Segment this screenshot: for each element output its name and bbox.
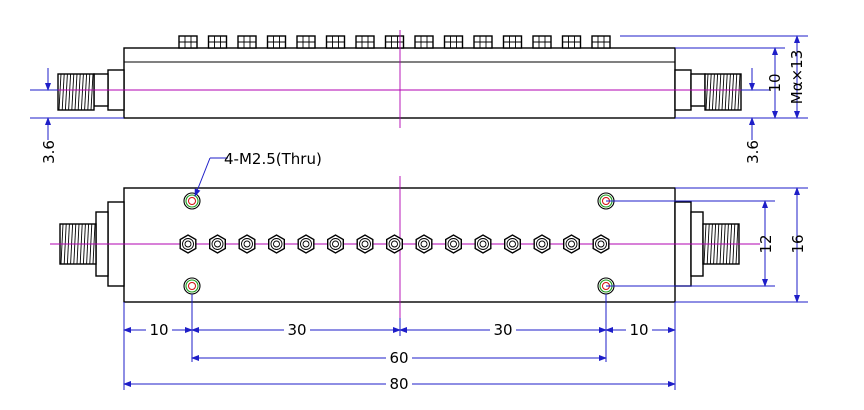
tuning-screw-row bbox=[179, 234, 610, 254]
mounting-hole bbox=[183, 192, 201, 210]
label-hole-to-center-right: 30 bbox=[493, 321, 512, 339]
side-screw bbox=[178, 35, 198, 49]
tuning-screw bbox=[563, 234, 580, 254]
side-screw bbox=[561, 35, 582, 49]
side-screw bbox=[414, 35, 434, 49]
tuning-screw bbox=[179, 234, 197, 254]
tuning-screw bbox=[268, 234, 285, 254]
tuning-screw bbox=[386, 234, 403, 254]
label-overall-length: 80 bbox=[389, 375, 408, 393]
label-hole-to-center-left: 30 bbox=[287, 321, 306, 339]
tuning-screw bbox=[297, 234, 315, 254]
label-hole-spacing-vertical: 12 bbox=[757, 234, 775, 253]
side-body bbox=[123, 47, 676, 119]
side-screw-row bbox=[178, 35, 611, 49]
side-screw bbox=[384, 35, 405, 49]
side-screw bbox=[532, 35, 552, 49]
tuning-screw bbox=[445, 234, 462, 254]
label-hole-callout: 4-M2.5(Thru) bbox=[224, 150, 322, 168]
label-side-mount-height: Mα×13 bbox=[788, 50, 806, 105]
side-screw bbox=[355, 35, 375, 49]
side-left-connector bbox=[57, 69, 125, 111]
top-vertical-dimensions bbox=[606, 187, 808, 303]
label-connector-offset-right: 3.6 bbox=[744, 140, 762, 164]
label-edge-offset-right: 10 bbox=[629, 321, 648, 339]
side-dimensions bbox=[30, 35, 808, 140]
tuning-screw bbox=[327, 234, 344, 254]
hole-callout-leader bbox=[194, 157, 228, 197]
tuning-screw bbox=[474, 234, 492, 254]
side-screw bbox=[473, 35, 493, 49]
bottom-horizontal-dimensions bbox=[123, 294, 676, 390]
tuning-screw bbox=[238, 234, 256, 254]
tuning-screw bbox=[533, 234, 551, 254]
side-screw bbox=[266, 35, 287, 49]
top-view bbox=[50, 176, 760, 318]
tuning-screw bbox=[504, 234, 521, 254]
side-screw bbox=[325, 35, 346, 49]
mounting-hole bbox=[183, 277, 201, 295]
side-screw bbox=[502, 35, 523, 49]
tuning-screw bbox=[356, 234, 374, 254]
side-screw bbox=[296, 35, 316, 49]
side-view bbox=[40, 30, 760, 128]
tuning-screw bbox=[415, 234, 433, 254]
label-side-height: 10 bbox=[766, 73, 784, 92]
label-body-width: 16 bbox=[789, 234, 807, 253]
label-connector-offset-left: 3.6 bbox=[40, 140, 58, 164]
tuning-screw bbox=[208, 234, 227, 254]
side-screw bbox=[591, 35, 611, 49]
label-hole-spacing-horizontal: 60 bbox=[389, 349, 408, 367]
side-screw bbox=[443, 35, 464, 49]
side-screw bbox=[237, 35, 257, 49]
label-edge-offset-left: 10 bbox=[149, 321, 168, 339]
side-screw bbox=[207, 35, 228, 49]
tuning-screw bbox=[592, 234, 610, 254]
